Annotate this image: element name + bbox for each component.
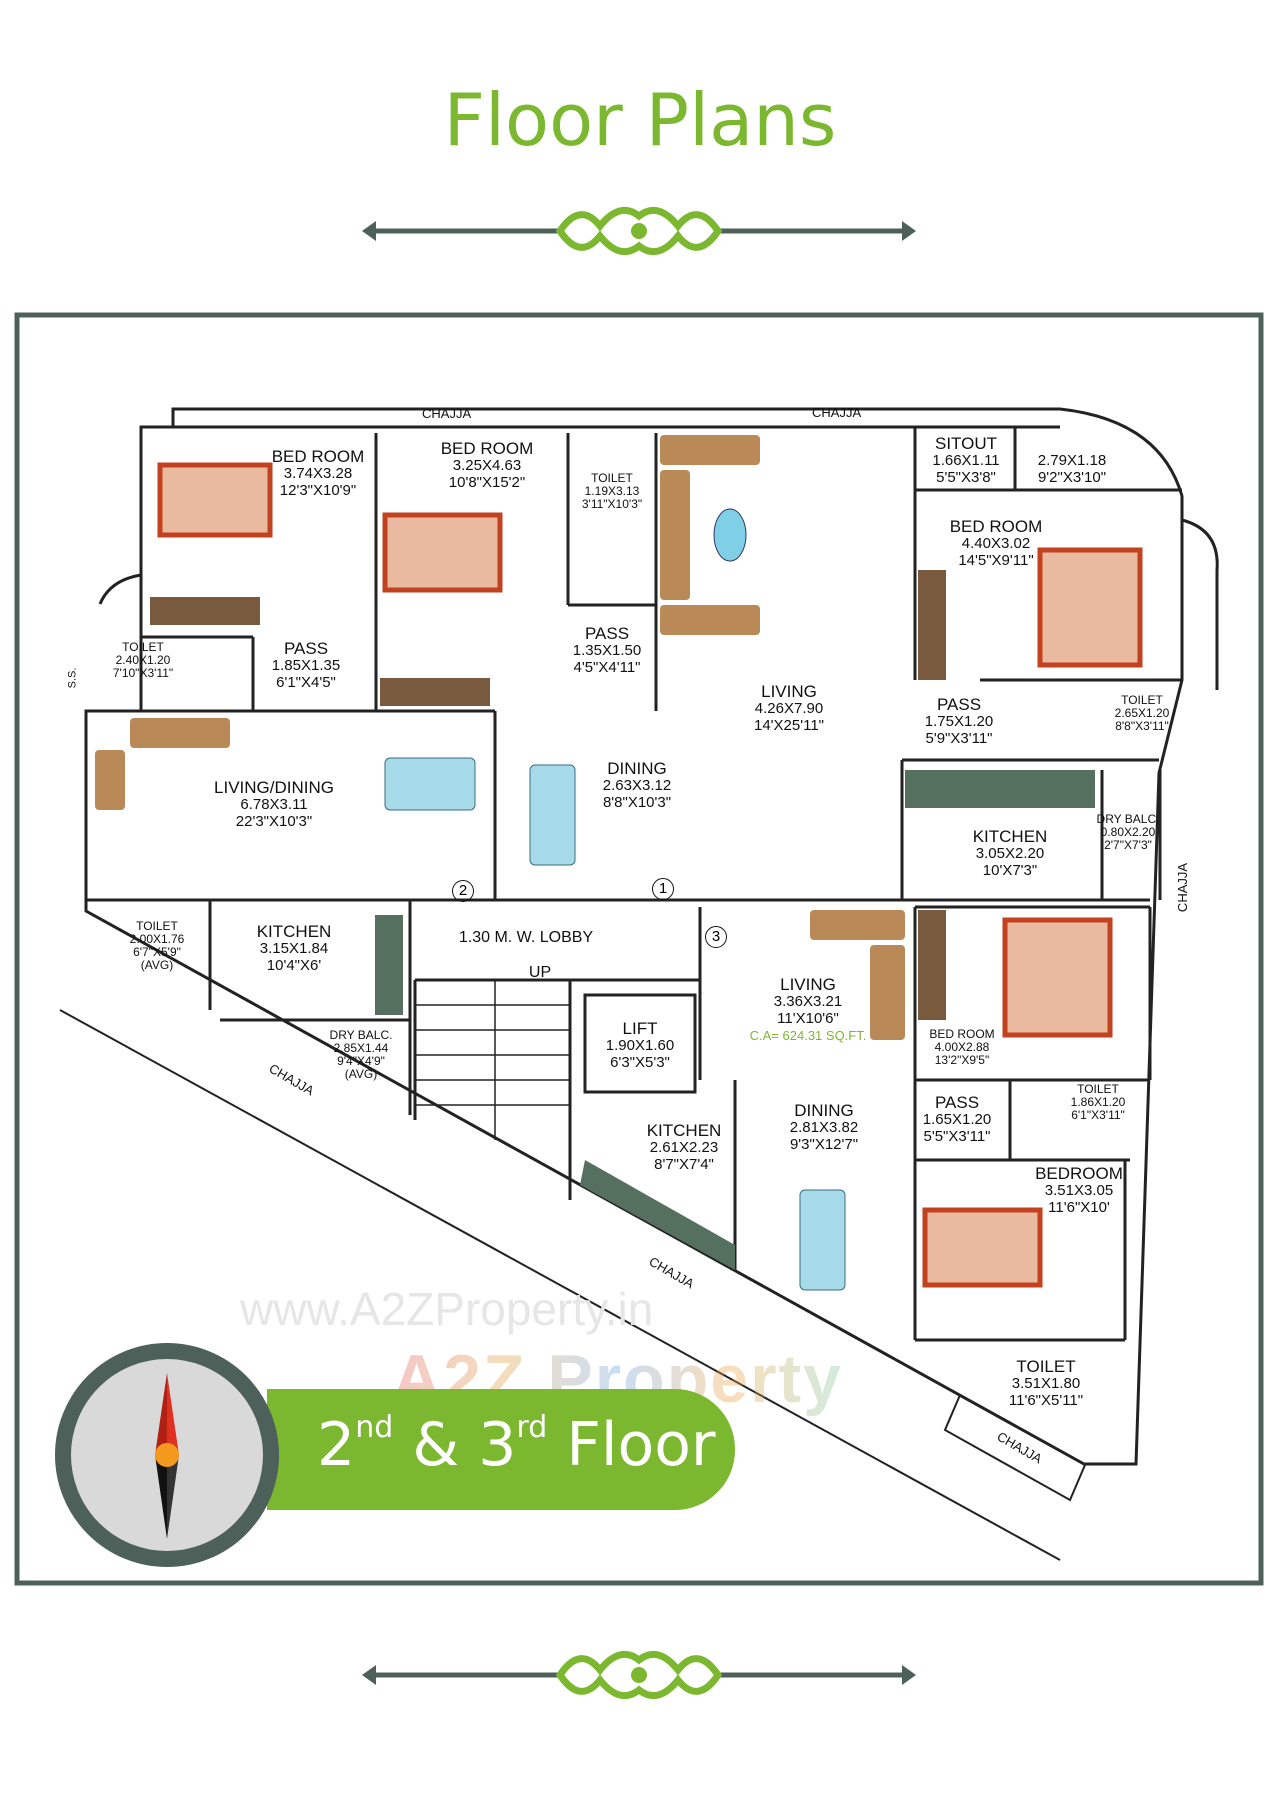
plan-frame bbox=[14, 312, 1264, 1586]
chajja-label: CHAJJA bbox=[812, 405, 862, 420]
dining-table-icon bbox=[384, 757, 476, 811]
bed-icon bbox=[382, 512, 503, 593]
kitchen-counter-icon bbox=[580, 1160, 735, 1270]
chajja-label: CHAJJA bbox=[1175, 862, 1191, 913]
sofa-icon bbox=[660, 605, 760, 635]
floor-banner bbox=[267, 1389, 735, 1510]
lobby-label: 1.30 M. W. LOBBY bbox=[458, 929, 594, 946]
kitchen-counter-icon bbox=[375, 915, 403, 1015]
chajja-label: CHAJJA bbox=[422, 406, 472, 421]
sofa-icon bbox=[810, 910, 905, 940]
door-marker: 1 bbox=[652, 878, 674, 900]
bottom-ornament bbox=[362, 1650, 916, 1700]
sofa-icon bbox=[95, 750, 125, 810]
dining-table-icon bbox=[799, 1189, 846, 1291]
page-title: Floor Plans bbox=[443, 78, 837, 162]
wardrobe-icon bbox=[918, 570, 946, 680]
sofa-icon bbox=[130, 718, 230, 748]
sofa-icon bbox=[870, 945, 905, 1040]
watermark-url: www.A2ZProperty.in bbox=[240, 1283, 654, 1335]
sofa-icon bbox=[660, 470, 690, 600]
wardrobe-icon bbox=[380, 678, 490, 706]
furniture bbox=[95, 435, 1143, 1291]
wardrobe-icon bbox=[150, 597, 260, 625]
floor-banner-text: 2nd & 3rd Floor bbox=[317, 1410, 716, 1480]
top-ornament bbox=[362, 206, 916, 256]
bed-icon bbox=[1037, 547, 1143, 668]
wardrobe-icon bbox=[918, 910, 946, 1020]
stairs-up-label: UP bbox=[528, 964, 552, 981]
coffee-table-icon bbox=[713, 508, 747, 562]
kitchen-counter-icon bbox=[905, 770, 1095, 808]
walls bbox=[59, 407, 1219, 1561]
sofa-icon bbox=[660, 435, 760, 465]
bed-icon bbox=[922, 1207, 1043, 1288]
compass-icon bbox=[55, 1343, 279, 1567]
door-marker: 2 bbox=[452, 880, 474, 902]
dining-table-icon bbox=[529, 764, 576, 866]
ss-label: S.S. bbox=[66, 667, 79, 689]
carpet-area: C.A= 624.31 SQ.FT. bbox=[749, 1028, 867, 1043]
bed-icon bbox=[1002, 917, 1113, 1038]
door-marker: 3 bbox=[705, 926, 727, 948]
bed-icon bbox=[157, 462, 273, 538]
